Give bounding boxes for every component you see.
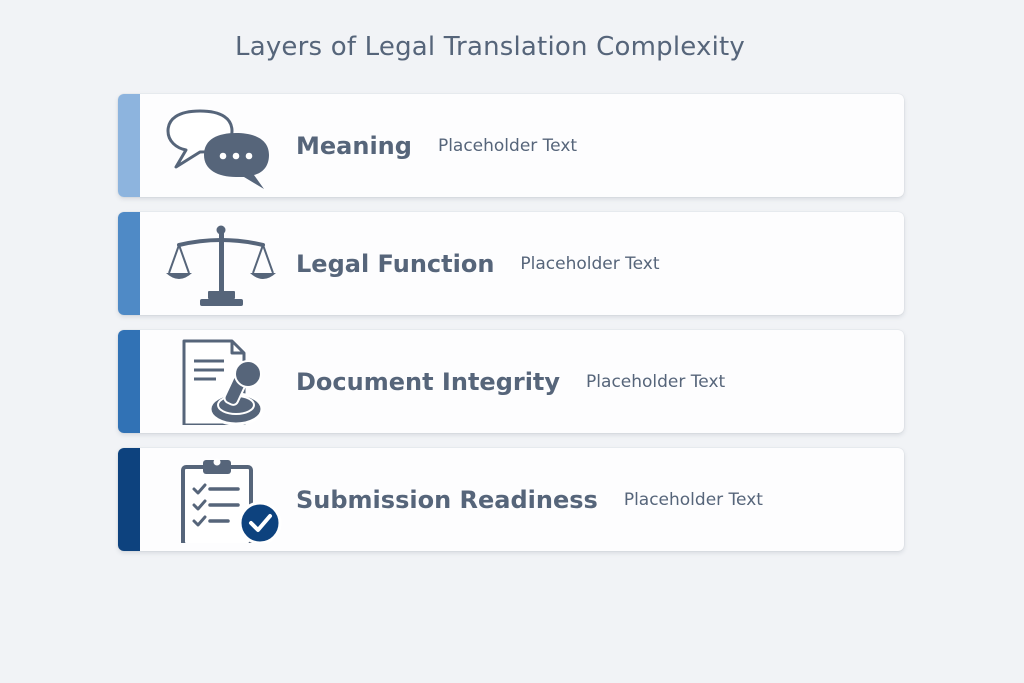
layer-text-row: Legal Function Placeholder Text <box>296 212 660 315</box>
layer-card-submission-readiness: Submission Readiness Placeholder Text <box>118 448 904 551</box>
layer-heading: Meaning <box>296 131 412 160</box>
layer-card-legal-function: Legal Function Placeholder Text <box>118 212 904 315</box>
layer-description: Placeholder Text <box>586 371 726 392</box>
clipboard-checklist-icon <box>166 457 282 543</box>
layer-text-row: Submission Readiness Placeholder Text <box>296 448 763 551</box>
layer-heading: Submission Readiness <box>296 485 598 514</box>
layer-accent-bar <box>118 94 140 197</box>
document-stamp-icon <box>166 339 282 425</box>
layer-accent-bar <box>118 448 140 551</box>
layer-heading: Document Integrity <box>296 367 561 396</box>
speech-bubbles-icon <box>166 103 282 189</box>
page-title: Layers of Legal Translation Complexity <box>235 32 745 62</box>
layer-heading: Legal Function <box>296 249 495 278</box>
layer-text-row: Document Integrity Placeholder Text <box>296 330 725 433</box>
layer-accent-bar <box>118 212 140 315</box>
layer-card-document-integrity: Document Integrity Placeholder Text <box>118 330 904 433</box>
scales-of-justice-icon <box>166 221 282 307</box>
layer-description: Placeholder Text <box>520 253 660 274</box>
layer-description: Placeholder Text <box>623 489 763 510</box>
layer-card-meaning: Meaning Placeholder Text <box>118 94 904 197</box>
layer-description: Placeholder Text <box>437 135 578 156</box>
layer-text-row: Meaning Placeholder Text <box>296 94 577 197</box>
layer-accent-bar <box>118 330 140 433</box>
